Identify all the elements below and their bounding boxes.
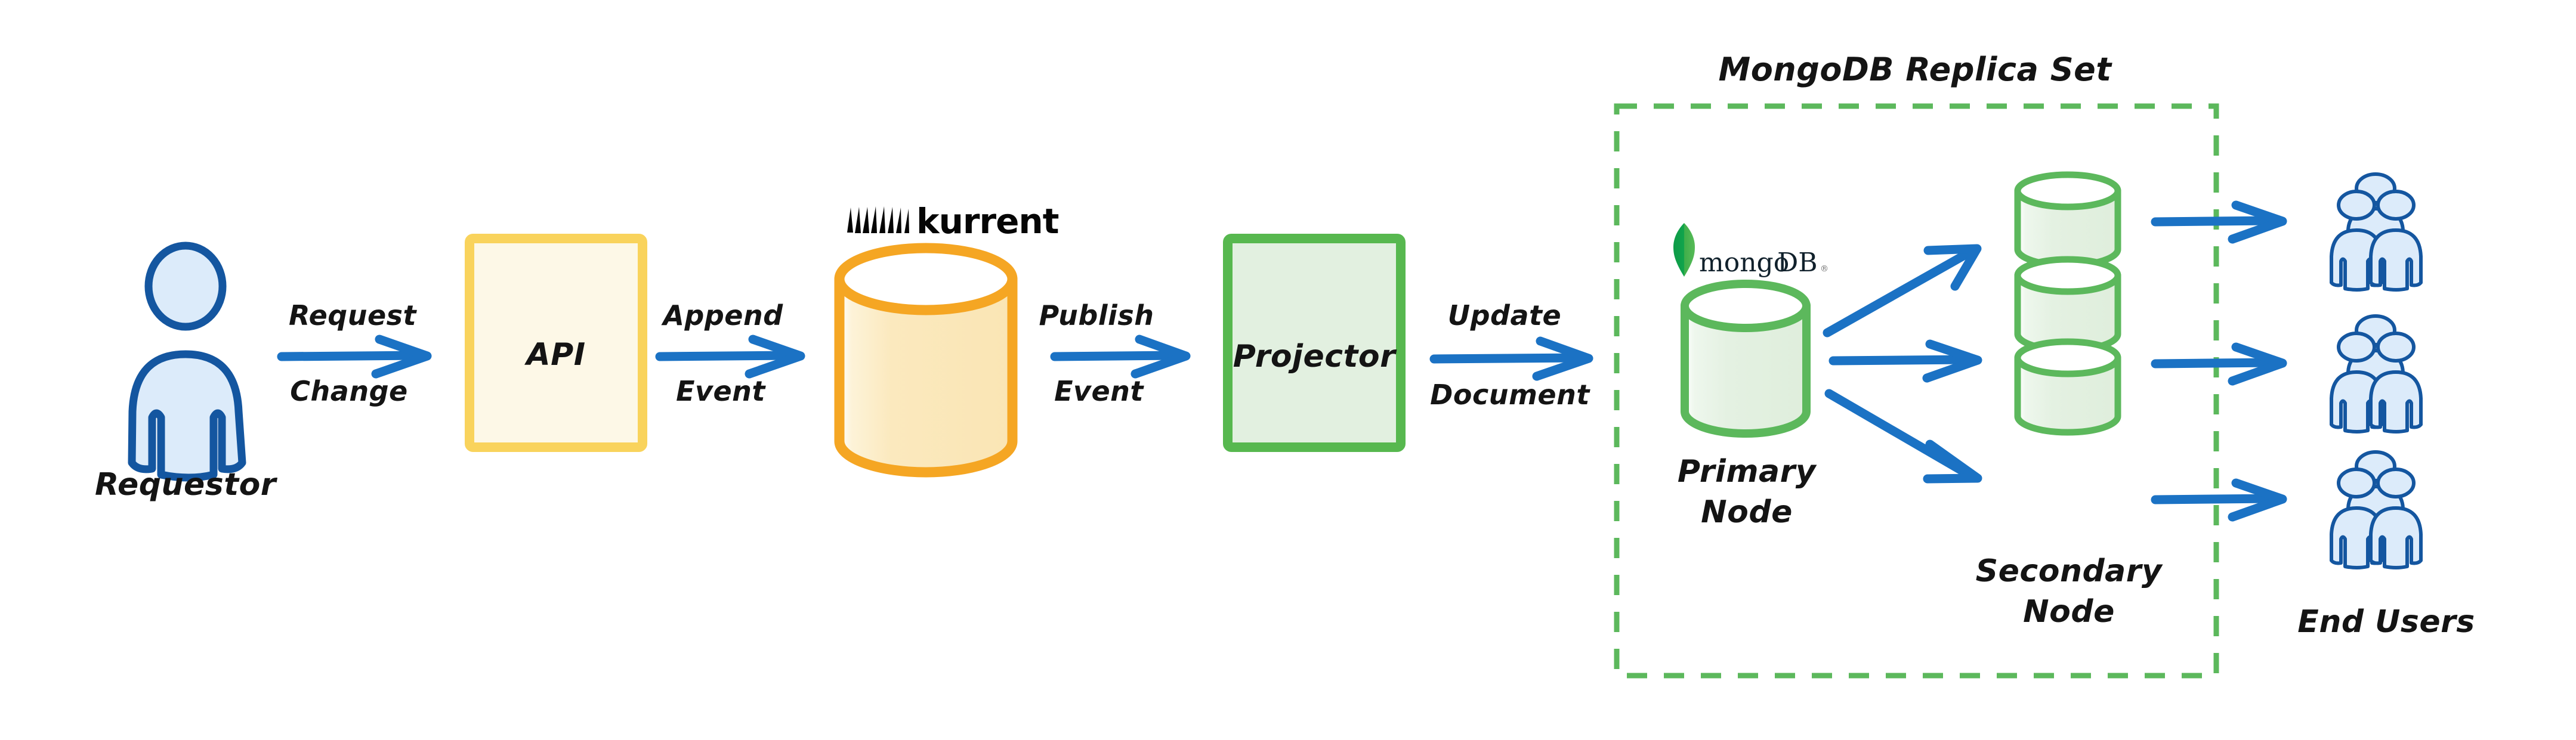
arrow-update-document: Update Document bbox=[1429, 299, 1593, 411]
arrowhead-icon bbox=[1532, 336, 1593, 381]
kurrent-wordmark: kurrent bbox=[916, 201, 1059, 241]
arrowhead-icon bbox=[371, 335, 432, 379]
arrow-publish-event-label-top: Publish bbox=[1039, 299, 1154, 332]
arrow-append-event-label-bottom: Event bbox=[676, 375, 766, 407]
primary-node-caption-line1: Primary bbox=[1678, 454, 1817, 490]
replica-set-title: MongoDB Replica Set bbox=[1718, 51, 2112, 88]
secondary-node-caption-line2: Node bbox=[2023, 594, 2115, 630]
arrowhead-icon bbox=[2228, 478, 2287, 522]
node-api[interactable]: API bbox=[465, 234, 647, 452]
secondary-node-caption-line1: Secondary bbox=[1976, 553, 2163, 589]
arrow-serve-3 bbox=[2151, 478, 2287, 522]
node-secondary-2[interactable] bbox=[2014, 256, 2121, 354]
node-secondary-3[interactable] bbox=[2014, 338, 2121, 436]
arrowhead-icon bbox=[2228, 200, 2287, 244]
event-store-cylinder bbox=[834, 243, 1018, 478]
arrow-replicate-1 bbox=[1823, 244, 1982, 338]
mongodb-wordmark-mongo: mongo bbox=[1699, 247, 1789, 278]
replica-set-boundary bbox=[1614, 103, 2219, 679]
arrowhead-icon bbox=[745, 335, 805, 379]
arrow-replicate-2 bbox=[1828, 339, 1982, 383]
node-requestor[interactable]: Requestor bbox=[95, 241, 278, 503]
arrow-publish-event: Publish Event bbox=[1039, 299, 1191, 407]
primary-node-cylinder bbox=[1681, 280, 1811, 438]
mongodb-leaf-icon bbox=[1673, 223, 1695, 277]
primary-node-caption-line2: Node bbox=[1701, 494, 1793, 530]
arrowhead-icon bbox=[1131, 335, 1191, 379]
arrow-replicate-3 bbox=[1824, 389, 1982, 484]
arrow-update-document-label-bottom: Document bbox=[1430, 379, 1590, 411]
arrowhead-icon bbox=[2228, 342, 2287, 386]
projector-label: Projector bbox=[1233, 339, 1397, 374]
node-secondary-1[interactable] bbox=[2014, 171, 2121, 269]
end-users-caption: End Users bbox=[2297, 604, 2475, 640]
arrowhead-icon bbox=[1923, 439, 1982, 484]
requestor-caption: Requestor bbox=[95, 467, 278, 503]
node-projector[interactable]: Projector bbox=[1223, 234, 1406, 452]
arrow-request-change-label-bottom: Change bbox=[290, 375, 407, 407]
node-event-store[interactable]: kurrent bbox=[834, 201, 1060, 478]
arrow-serve-2 bbox=[2151, 342, 2287, 386]
api-box bbox=[465, 234, 647, 452]
projector-box bbox=[1223, 234, 1406, 452]
mongodb-wordmark-db: DB bbox=[1777, 247, 1818, 278]
arrow-publish-event-label-bottom: Event bbox=[1054, 375, 1144, 407]
arrow-update-document-label-top: Update bbox=[1448, 299, 1561, 332]
arrowhead-icon bbox=[1922, 339, 1982, 383]
arrow-append-event-label-top: Append bbox=[661, 299, 783, 332]
person-icon bbox=[128, 241, 246, 482]
api-label: API bbox=[524, 337, 585, 373]
arrowhead-icon bbox=[1923, 244, 1982, 291]
arrow-request-change: Request Change bbox=[277, 299, 432, 407]
arrow-serve-1 bbox=[2151, 200, 2287, 244]
replica-set-container: MongoDB Replica Set bbox=[1614, 51, 2219, 679]
arrow-request-change-label-top: Request bbox=[289, 299, 418, 332]
kurrent-wave-icon bbox=[847, 206, 909, 233]
arrow-append-event: Append Event bbox=[655, 299, 805, 407]
node-primary[interactable]: mongo DB ® Primary Node bbox=[1673, 223, 1828, 530]
mongodb-registered-mark: ® bbox=[1820, 264, 1828, 274]
